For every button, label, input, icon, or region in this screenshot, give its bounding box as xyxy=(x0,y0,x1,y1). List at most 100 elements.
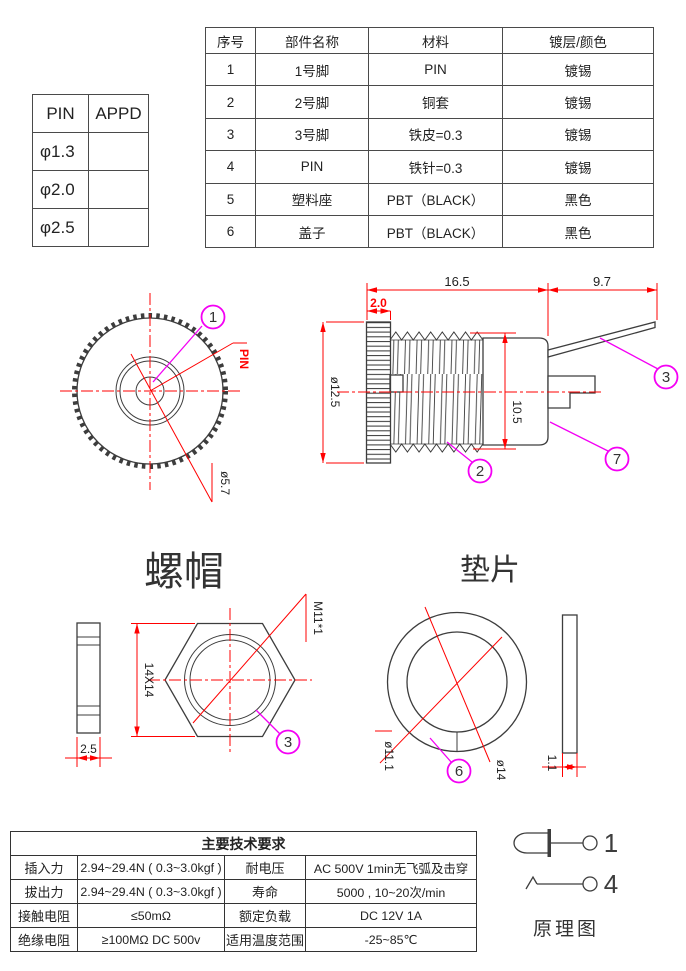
table-row: 绝缘电阻 ≥100MΩ DC 500v 适用温度范围 -25~85℃ xyxy=(10,927,477,952)
pin-label: PIN xyxy=(237,349,251,369)
cell: 黑色 xyxy=(502,214,654,249)
cell: 铜套 xyxy=(368,85,503,119)
cell: 2.94~29.4N ( 0.3~3.0kgf ) xyxy=(77,855,225,880)
cell: 接触电阻 xyxy=(10,903,78,928)
cell: 盖子 xyxy=(255,214,369,249)
cell: 绝缘电阻 xyxy=(10,927,78,952)
cell: PIN xyxy=(368,52,503,87)
contact-symbol: 4 xyxy=(525,869,618,899)
callout-3: 3 xyxy=(255,709,301,755)
dim-body-length: 16.5 xyxy=(444,274,469,289)
dim-across-flats: 14X14 xyxy=(142,663,156,698)
col-header: 序号 xyxy=(205,27,256,54)
cell: 塑料座 xyxy=(255,182,369,216)
nut-title: 螺帽 xyxy=(144,550,224,594)
cell: 寿命 xyxy=(224,879,306,904)
cell: PBT（BLACK） xyxy=(368,214,503,249)
callout-3-number: 3 xyxy=(662,369,670,386)
washer-title: 垫片 xyxy=(460,554,520,587)
cell: ≥100MΩ DC 500v xyxy=(77,927,225,952)
table-row: 5 塑料座 PBT（BLACK） 黑色 xyxy=(205,182,654,216)
col-header: APPD xyxy=(88,94,149,133)
nut-front-view xyxy=(148,608,312,755)
cell: 插入力 xyxy=(10,855,78,880)
cell: 1号脚 xyxy=(255,52,369,87)
table-row: 2 2号脚 铜套 镀锡 xyxy=(205,85,654,119)
table-row: 3 3号脚 铁皮=0.3 镀锡 xyxy=(205,117,654,152)
tip-diameter-dim: ø5.7 xyxy=(130,353,232,503)
parts-table: 序号 部件名称 材料 镀层/颜色 1 1号脚 PIN 镀锡 2 2号脚 铜套 镀… xyxy=(205,27,654,249)
cell: 3 xyxy=(205,117,256,152)
callout-3: 3 xyxy=(599,337,679,390)
col-header: 材料 xyxy=(368,27,503,54)
terminal-1-label: 1 xyxy=(604,828,618,858)
table-row: 接触电阻 ≤50mΩ 额定负载 DC 12V 1A xyxy=(10,903,477,928)
cell: PIN xyxy=(255,150,369,184)
callout-6-number: 6 xyxy=(455,763,463,780)
cell: 镀锡 xyxy=(502,85,654,119)
cell: 拔出力 xyxy=(10,879,78,904)
pin-appd-table: PIN APPD φ1.3 φ2.0 φ2.5 xyxy=(32,94,149,247)
dim-outer-diameter: ø12.5 xyxy=(328,377,342,408)
table-row: 插入力 2.94~29.4N ( 0.3~3.0kgf ) 耐电压 AC 500… xyxy=(10,855,477,880)
cell: DC 12V 1A xyxy=(305,903,477,928)
washer-front-view xyxy=(386,611,528,753)
cell: 3号脚 xyxy=(255,117,369,152)
cell: 镀锡 xyxy=(502,52,654,87)
cell: 5 xyxy=(205,182,256,216)
cell: 2号脚 xyxy=(255,85,369,119)
washer-side-view xyxy=(561,614,578,754)
callout-3-number: 3 xyxy=(284,734,292,751)
front-view-drawing: PIN ø5.7 1 xyxy=(60,293,251,503)
cell: 镀锡 xyxy=(502,150,654,184)
pin-leader: PIN xyxy=(149,342,251,392)
cell: 适用温度范围 xyxy=(224,927,306,952)
spec-table: 主要技术要求 插入力 2.94~29.4N ( 0.3~3.0kgf ) 耐电压… xyxy=(10,831,477,952)
callout-1-number: 1 xyxy=(209,309,217,326)
dim-nut-width: 2.0 xyxy=(370,296,387,310)
cell: φ2.0 xyxy=(32,170,89,209)
callout-1: 1 xyxy=(152,304,226,383)
cell: 6 xyxy=(205,214,256,249)
cell: 4 xyxy=(205,150,256,184)
dim-pin-length: 9.7 xyxy=(593,274,611,289)
schematic-drawing: 1 4 原理图 xyxy=(513,828,618,940)
callout-7: 7 xyxy=(549,421,630,472)
table-row: 4 PIN 铁针=0.3 镀锡 xyxy=(205,150,654,184)
washer-view-drawing: 垫片 ø14 ø11.1 1.1 6 xyxy=(375,554,586,784)
cell: AC 500V 1min无飞弧及击穿 xyxy=(305,855,477,880)
table-row: 1 1号脚 PIN 镀锡 xyxy=(205,52,654,87)
callout-2-number: 2 xyxy=(476,463,484,480)
table-row: 6 盖子 PBT（BLACK） 黑色 xyxy=(205,214,654,249)
cell: PBT（BLACK） xyxy=(368,182,503,216)
cell: 铁皮=0.3 xyxy=(368,117,503,152)
cell: 5000 , 10~20次/min xyxy=(305,879,477,904)
nut-view-drawing: 螺帽 14X14 M11*1 2. xyxy=(65,550,325,767)
spec-title: 主要技术要求 xyxy=(10,831,477,856)
side-view-drawing: 16.5 9.7 2.0 ø12.5 10.5 2 3 xyxy=(320,274,679,484)
cell: φ1.3 xyxy=(32,132,89,171)
cell: 黑色 xyxy=(502,182,654,216)
cell: 额定负载 xyxy=(224,903,306,928)
dimensions: 16.5 9.7 2.0 ø12.5 10.5 xyxy=(320,274,658,464)
cell: 2.94~29.4N ( 0.3~3.0kgf ) xyxy=(77,879,225,904)
thread-spec-label: M11*1 xyxy=(311,601,325,635)
table-row: 拔出力 2.94~29.4N ( 0.3~3.0kgf ) 寿命 5000 , … xyxy=(10,879,477,904)
col-header: PIN xyxy=(32,94,89,133)
dimensions: ø14 ø11.1 1.1 xyxy=(375,606,586,781)
callout-6: 6 xyxy=(429,737,472,784)
schematic-title: 原理图 xyxy=(533,919,599,940)
cell: 镀锡 xyxy=(502,117,654,152)
dimensions: 14X14 M11*1 2.5 xyxy=(65,593,325,767)
terminal-4-label: 4 xyxy=(604,869,618,899)
dim-outer-diameter: ø14 xyxy=(494,760,508,781)
nut-side-view xyxy=(76,622,101,734)
dim-washer-thickness: 1.1 xyxy=(545,755,559,772)
cell: 铁针=0.3 xyxy=(368,150,503,184)
dim-barrel-diameter: 10.5 xyxy=(510,400,524,424)
dim-inner-diameter: ø11.1 xyxy=(382,741,396,771)
col-header: 镀层/颜色 xyxy=(502,27,654,54)
col-header: 部件名称 xyxy=(255,27,369,54)
cell: ≤50mΩ xyxy=(77,903,225,928)
